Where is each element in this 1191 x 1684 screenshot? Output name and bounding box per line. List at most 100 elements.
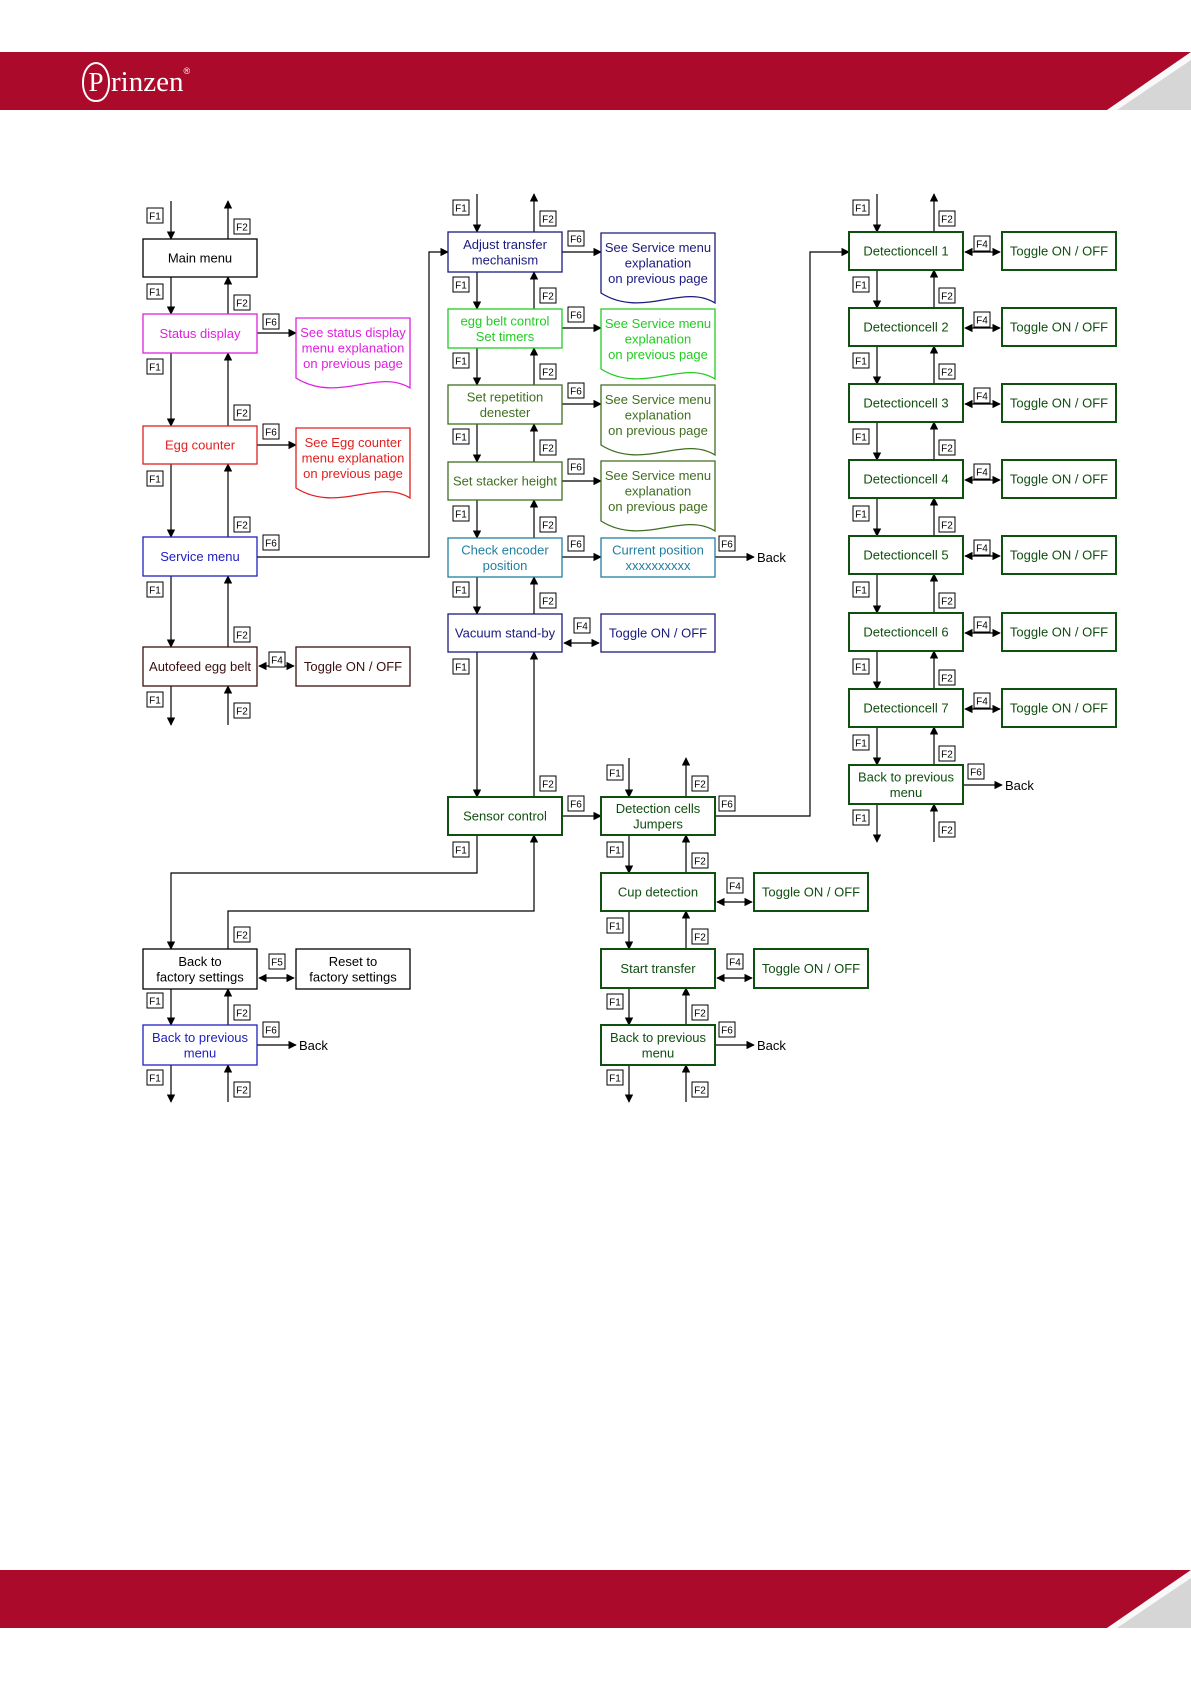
key-label-f4-51-box: [726, 877, 744, 894]
key-label-f2-50-text: F2: [694, 857, 706, 868]
key-label-f2-56-text: F2: [694, 1009, 706, 1020]
see-egg-note-line-3: on previous page: [303, 466, 403, 481]
key-label-f1-55-box: [606, 993, 624, 1010]
key-label-f2-27: F2: [539, 287, 557, 304]
back-text-encoder: Back: [757, 550, 786, 565]
header-band: [0, 52, 1191, 110]
key-label-f4-51: F4: [726, 877, 744, 894]
key-label-f6-4: F6: [262, 313, 280, 330]
key-label-f1-23: F1: [452, 199, 470, 216]
key-label-f1-35: F1: [452, 505, 470, 522]
detectioncell-7-toggle-box: Toggle ON / OFF: [1001, 688, 1117, 728]
key-label-f6-31-box: [567, 382, 585, 399]
key-label-f2-1: F2: [233, 218, 251, 235]
sensor-control-box-line-1: Sensor control: [463, 809, 547, 824]
see-service-note-2-line-3: on previous page: [608, 347, 708, 362]
key-label-f1-0-box: [146, 207, 164, 224]
key-label-f1-81: F1: [852, 734, 870, 751]
key-label-f2-33-text: F2: [542, 444, 554, 455]
key-label-f2-82: F2: [938, 745, 956, 762]
key-label-f2-40: F2: [539, 592, 557, 609]
key-label-f2-64: F2: [938, 287, 956, 304]
key-label-f6-57-box: [718, 1021, 736, 1038]
key-label-f1-11-box: [146, 581, 164, 598]
key-label-f1-39-box: [452, 581, 470, 598]
key-label-f2-19-box: [233, 1004, 251, 1021]
vacuum-toggle-box: Toggle ON / OFF: [600, 613, 716, 653]
key-label-f6-7-box: [262, 423, 280, 440]
set-stacker-box: Set stacker height: [447, 461, 563, 501]
key-label-f4-54: F4: [726, 953, 744, 970]
key-label-f2-73: F2: [938, 516, 956, 533]
egg-belt-control-box-line-1: egg belt control: [461, 313, 550, 328]
set-stacker-box-shape: [447, 461, 563, 501]
key-label-f1-8-text: F1: [149, 475, 161, 486]
key-label-f1-39: F1: [452, 581, 470, 598]
key-label-f1-21-box: [146, 1069, 164, 1086]
key-label-f2-16-box: [233, 926, 251, 943]
detectioncell-2-toggle-box-line-1: Toggle ON / OFF: [1010, 320, 1108, 335]
key-label-f1-29-text: F1: [455, 357, 467, 368]
key-label-f2-67-text: F2: [941, 368, 953, 379]
key-label-f1-78-box: [852, 658, 870, 675]
key-label-f4-41: F4: [573, 617, 591, 634]
key-label-f1-45-box: [452, 841, 470, 858]
key-label-f1-52: F1: [606, 917, 624, 934]
key-label-f1-49-box: [606, 841, 624, 858]
key-label-f2-53-text: F2: [694, 933, 706, 944]
key-label-f6-83-box: [967, 763, 985, 780]
key-label-f1-42-box: [452, 658, 470, 675]
key-label-f1-35-text: F1: [455, 510, 467, 521]
key-label-f1-45-text: F1: [455, 846, 467, 857]
back-prev-menu-col3-box-line-1: Back to previous: [858, 769, 955, 784]
key-label-f6-4-box: [262, 313, 280, 330]
key-label-f2-56: F2: [691, 1004, 709, 1021]
key-label-f1-63-text: F1: [855, 281, 867, 292]
detectioncell-3-toggle-box: Toggle ON / OFF: [1001, 383, 1117, 423]
key-label-f2-82-text: F2: [941, 750, 953, 761]
key-label-f1-52-text: F1: [609, 922, 621, 933]
key-label-f6-34-box: [567, 458, 585, 475]
see-service-note-3-line-2: explanation: [625, 408, 692, 423]
key-label-f6-20-box: [262, 1021, 280, 1038]
sensor-control-box-shape: [447, 796, 563, 836]
key-label-f6-10: F6: [262, 534, 280, 551]
key-label-f6-34-text: F6: [570, 463, 582, 474]
detectioncell-7-box-shape: [848, 688, 964, 728]
key-label-f1-26: F1: [452, 276, 470, 293]
key-label-f4-13: F4: [268, 651, 286, 668]
detectioncell-5-box-line-1: Detectioncell 5: [863, 548, 948, 563]
key-label-f2-50-box: [691, 852, 709, 869]
key-label-f2-27-box: [539, 287, 557, 304]
detectioncell-6-box-shape: [848, 612, 964, 652]
back-factory-box-line-1: Back to: [178, 954, 221, 969]
factory-to-sensor-f2-arrow: [227, 834, 539, 949]
key-label-f6-25-text: F6: [570, 235, 582, 246]
egg-counter-box-shape: [142, 425, 258, 465]
detectioncell-3-toggle-box-line-1: Toggle ON / OFF: [1010, 396, 1108, 411]
key-label-f6-25-box: [567, 230, 585, 247]
key-label-f1-46: F1: [606, 764, 624, 781]
key-label-f2-82-box: [938, 745, 956, 762]
back-prev-menu-col3-box-line-2: menu: [890, 785, 923, 800]
start-transfer-toggle-box: Toggle ON / OFF: [753, 948, 869, 989]
key-label-f1-72-text: F1: [855, 510, 867, 521]
key-label-f1-5-box: [146, 358, 164, 375]
vacuum-toggle-box-line-1: Toggle ON / OFF: [609, 626, 707, 641]
key-label-f4-74-box: [973, 539, 991, 556]
key-label-f6-28-box: [567, 306, 585, 323]
reset-factory-box-shape: [295, 948, 411, 990]
key-label-f1-2-text: F1: [149, 288, 161, 299]
key-label-f2-43-box: [539, 775, 557, 792]
detectioncell-1-toggle-box-line-1: Toggle ON / OFF: [1010, 244, 1108, 259]
check-encoder-box-line-1: Check encoder: [461, 542, 549, 557]
key-label-f6-38: F6: [718, 535, 736, 552]
key-label-f4-71-box: [973, 463, 991, 480]
key-label-f2-19: F2: [233, 1004, 251, 1021]
